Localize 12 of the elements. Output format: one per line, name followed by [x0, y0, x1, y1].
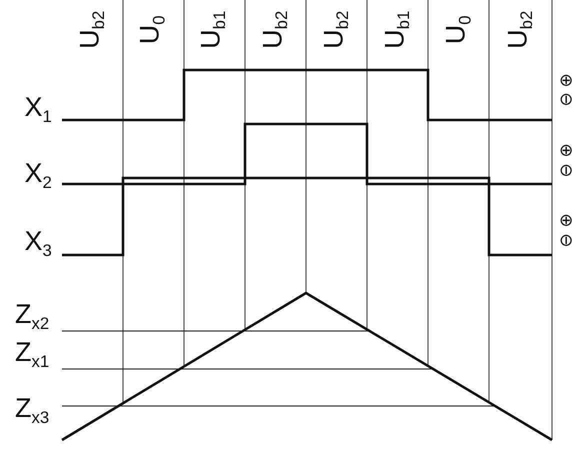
polarity-sign: ⊕: [558, 73, 574, 87]
polarity-sign: ⊖: [558, 233, 574, 247]
level-label: Z$_{x1}$: [15, 339, 50, 371]
polarity-sign: ⊖: [558, 163, 574, 177]
level-label: Z$_{x3}$: [15, 395, 50, 427]
polarity-sign: ⊖: [558, 92, 574, 106]
row-label: X$_{3}$: [24, 228, 52, 260]
polarity-sign: ⊕: [558, 143, 574, 157]
row-label: X$_{2}$: [24, 160, 52, 192]
polarity-sign: ⊕: [558, 213, 574, 227]
row-label: X$_{1}$: [24, 94, 52, 126]
level-label: Z$_{x2}$: [15, 301, 50, 333]
